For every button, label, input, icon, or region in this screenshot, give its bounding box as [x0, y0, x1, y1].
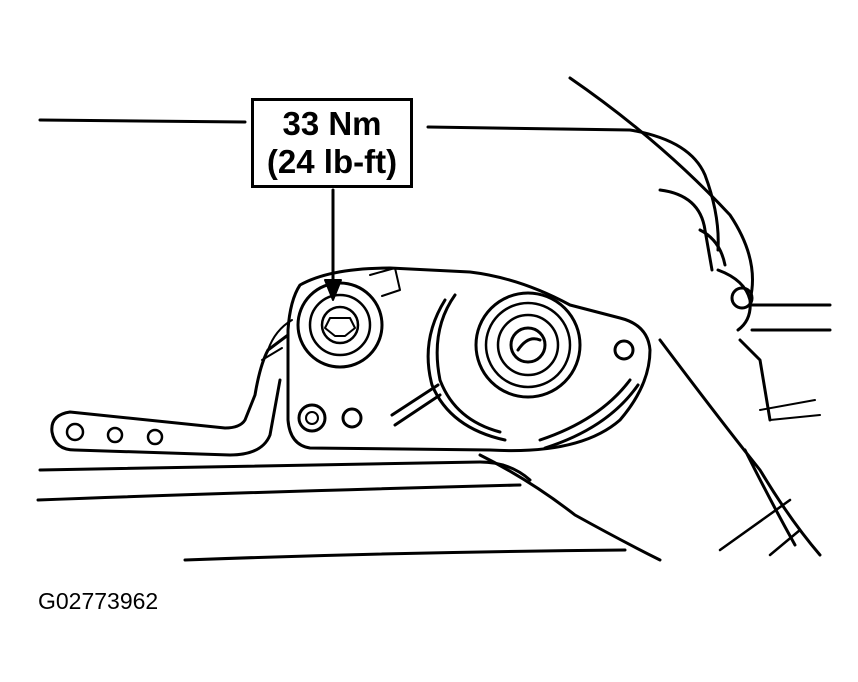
arm-hole-2: [106, 426, 124, 444]
spring-arc: [426, 293, 507, 442]
lower-rail-3: [478, 453, 662, 562]
torque-callout: 33 Nm (24 lb-ft): [251, 98, 413, 188]
release-lever: [538, 378, 640, 450]
rail-right: [738, 303, 832, 422]
rail-right-lower: [759, 399, 821, 421]
rivet-lower-1-inner: [305, 411, 319, 425]
recliner-ring-1: [484, 301, 572, 389]
recliner-ring-2: [496, 313, 560, 377]
lower-rail-4: [183, 548, 627, 562]
body-outline-top: [426, 125, 720, 252]
arm-hole-1: [65, 422, 85, 442]
right-frame: [658, 338, 822, 557]
figure-id: G02773962: [38, 588, 159, 614]
torque-bolt-outer: [296, 281, 384, 369]
right-frame-lower: [718, 498, 802, 557]
rivet-lower-1: [297, 403, 327, 433]
recliner-hub-mark: [516, 337, 542, 352]
lower-rail-2: [36, 483, 522, 502]
rivet-lower-2: [341, 407, 363, 429]
torque-metric: 33 Nm: [282, 105, 382, 142]
spring-arm: [390, 383, 442, 427]
arm-hole-3: [146, 428, 164, 446]
torque-bolt-hex: [324, 317, 356, 337]
lower-rail-1: [38, 460, 532, 482]
bracket-right: [658, 188, 752, 332]
torque-bolt-head: [320, 305, 360, 345]
torque-bolt-ring: [308, 293, 372, 357]
seat-plate: [286, 266, 652, 453]
bolt-clip: [369, 267, 401, 297]
body-outline-right: [568, 76, 754, 302]
rivet-right: [613, 339, 635, 361]
arm-cable: [261, 319, 293, 361]
torque-imperial: (24 lb-ft): [266, 143, 398, 180]
leader-line-left: [38, 118, 247, 124]
bracket-bolt: [730, 286, 754, 310]
recliner-hub: [509, 326, 547, 364]
left-arm: [50, 333, 290, 457]
recliner-outer: [474, 291, 582, 399]
